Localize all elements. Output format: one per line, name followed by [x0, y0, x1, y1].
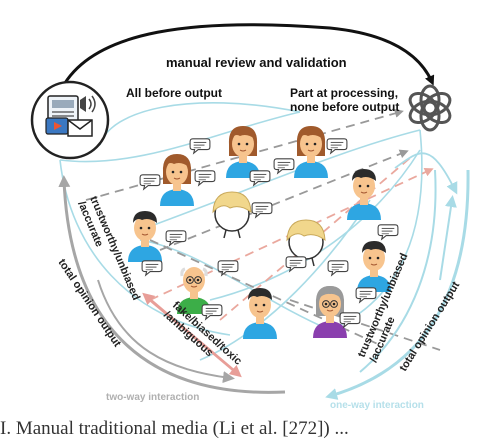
left-trust-label-1: trustworthy/unbiased [87, 194, 142, 302]
all-before-label: All before output [126, 86, 222, 100]
one-way-arrow-right [325, 169, 470, 400]
openai-icon [408, 84, 452, 132]
person-top-2 [226, 126, 260, 178]
chat-bubble-icon [251, 202, 273, 218]
chat-bubble-icon [326, 138, 348, 154]
person-bottom [243, 288, 277, 339]
review-label: manual review and validation [166, 55, 347, 70]
chat-bubble-icon [377, 224, 399, 240]
person-top-1 [160, 154, 194, 206]
media-icon [30, 80, 110, 160]
blond-head-icon [212, 191, 252, 239]
left-total-label: total opinion output [56, 257, 124, 350]
chat-bubble-icon [355, 287, 377, 303]
person-right-1 [294, 126, 328, 178]
chat-bubble-icon [189, 138, 211, 154]
chat-bubble-icon [139, 174, 161, 190]
blue-arrow-upper [394, 152, 458, 195]
one-way-label: one-way interaction [330, 400, 424, 411]
person-old-woman [313, 286, 347, 338]
blue-arrow-up [439, 195, 457, 281]
review-arc [58, 23, 435, 93]
chat-bubble-icon [201, 304, 223, 320]
chat-bubble-icon [285, 256, 307, 272]
two-way-arrow-left [58, 175, 286, 394]
chat-bubble-icon [249, 170, 271, 186]
chat-bubble-icon [273, 158, 295, 174]
person-left-1 [128, 211, 162, 262]
people [128, 126, 391, 339]
two-way-arrow-bottom [97, 279, 235, 384]
chat-bubble-icon [339, 312, 361, 328]
part-processing-label: Part at processing, [290, 86, 398, 100]
two-way-label: two-way interaction [106, 392, 199, 403]
person-left-2 [347, 169, 381, 220]
none-before-label: none before output [290, 100, 399, 114]
figure-caption: I. Manual traditional media (Li et al. [… [0, 418, 349, 439]
chat-bubble-icon [141, 260, 163, 276]
pink-fake-arrow-head [142, 292, 239, 375]
right-total-label: total opinion output [397, 279, 462, 373]
chat-bubble-icon [327, 260, 349, 276]
one-way-arrow-right-inner [359, 169, 437, 373]
chat-bubble-icon [194, 170, 216, 186]
